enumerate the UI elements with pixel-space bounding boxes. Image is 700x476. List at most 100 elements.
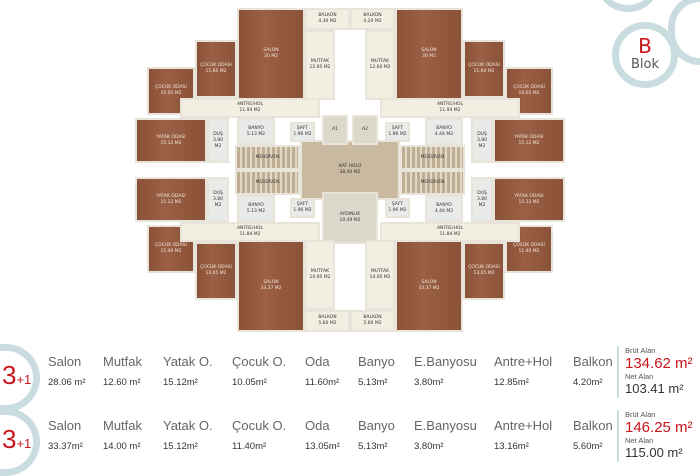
room-area: 11.84 M2 xyxy=(239,232,261,237)
room-label: E.Banyosu xyxy=(414,418,477,433)
divider xyxy=(617,410,619,462)
room-name: BANYO xyxy=(436,125,452,131)
unit-type-main: 3 xyxy=(2,360,17,390)
room-area: 5.13 M2 xyxy=(246,131,266,137)
room-label: Antre+Hol xyxy=(494,418,553,433)
room-area: 14.00 M2 xyxy=(369,275,391,280)
room-value: 11.40m² xyxy=(232,441,267,452)
room-column: Yatak O. 15.12m² xyxy=(163,418,213,452)
room-name: SALON xyxy=(263,280,279,285)
room-area: 11.40 M2 xyxy=(518,249,540,254)
room-label: Balkon xyxy=(573,354,613,369)
room-area: 4.44 M2 xyxy=(434,208,454,214)
room-area: 10.05 M2 xyxy=(518,91,540,96)
room-label: Çocuk O. xyxy=(232,418,287,433)
room-column: E.Banyosu 3.80m² xyxy=(414,418,477,452)
room-label: Salon xyxy=(48,418,82,433)
room-label: Banyo xyxy=(358,354,395,369)
room-area: 3.80 M2 xyxy=(212,137,224,149)
room-area: 11.94 M2 xyxy=(439,108,461,113)
room-area: 4.20 M2 xyxy=(363,19,382,24)
room-name: ANTRE/HOL xyxy=(236,102,264,107)
room-name: MERDİVEN xyxy=(255,154,280,160)
room-area: 33.37 M2 xyxy=(260,286,282,291)
room-area: 10.49 M2 xyxy=(339,218,361,223)
room-area: 38.40 M2 xyxy=(339,170,361,175)
room-name: ANTRE/HOL xyxy=(436,102,464,107)
room-name: BALKON xyxy=(363,13,382,18)
room-name: MERDİVEN xyxy=(420,179,445,185)
room-area: 5.60 M2 xyxy=(363,321,382,326)
room-value: 3.80m² xyxy=(414,441,444,452)
room-value: 11.60m² xyxy=(305,377,340,388)
room-value: 15.12m² xyxy=(163,441,198,452)
elevator-a2: A2 xyxy=(352,115,378,145)
room-column: Mutfak 14.00 m² xyxy=(103,418,142,452)
room-column: Antre+Hol 12.85m² xyxy=(494,354,552,388)
room-label: Yatak O. xyxy=(163,354,213,369)
room-value: 5.60m² xyxy=(573,441,603,452)
room-name: ANTRE/HOL xyxy=(436,226,464,231)
room-column: Çocuk O. 10.05m² xyxy=(232,354,286,388)
room-column: Mutfak 12.60 m² xyxy=(103,354,142,388)
room-area: 4.30 M2 xyxy=(318,19,337,24)
room-name: YATAK ODASI xyxy=(156,134,186,140)
room-name: ÇOCUK ODASI xyxy=(155,85,187,90)
room-area: 11.94 M2 xyxy=(239,108,261,113)
room-name: KAT HOLÜ xyxy=(338,164,362,169)
room-area: 15.12 M2 xyxy=(160,199,182,205)
room-column: Çocuk O. 11.40m² xyxy=(232,418,286,452)
room-column: Oda 11.60m² xyxy=(305,354,339,388)
room-top-left: MERDİVEN xyxy=(235,145,300,170)
room-name: MUTFAK xyxy=(370,59,390,64)
elevator-a1: A1 xyxy=(322,115,348,145)
room-column: Balkon 5.60m² xyxy=(573,418,613,452)
room-column: E.Banyosu 3.80m² xyxy=(414,354,477,388)
room-name: ÇOCUK ODASI xyxy=(200,63,232,68)
room-name: MERDİVEN xyxy=(255,179,280,185)
room-name: BANYO xyxy=(248,202,264,208)
room-name: MUTFAK xyxy=(370,269,390,274)
room-name: DUŞ xyxy=(213,190,223,196)
room-value: 5.13m² xyxy=(358,441,388,452)
room-name: DUŞ xyxy=(477,131,487,137)
room-name: ÇOCUK ODASI xyxy=(155,243,187,248)
room-name: ÇOCUK ODASI xyxy=(468,265,500,270)
room-label: Çocuk O. xyxy=(232,354,287,369)
room-area: 11.84 M2 xyxy=(439,232,461,237)
room-label: Mutfak xyxy=(103,354,143,369)
net-value: 103.41 m² xyxy=(625,381,684,396)
room-name: AYDINLIK xyxy=(339,212,361,217)
room-area: 5.60 M2 xyxy=(318,321,337,326)
room-bottom-left: MERDİVEN xyxy=(235,170,300,195)
room-name: BALKON xyxy=(318,315,337,320)
unit-row: 3+1 Salon 28.06 m² Mutfak 12.60 m² Yatak… xyxy=(0,342,700,412)
room-name: DUŞ xyxy=(477,190,487,196)
room-value: 4.20m² xyxy=(573,377,603,388)
room-label: Salon xyxy=(48,354,82,369)
block-badge: B Blok xyxy=(612,22,678,88)
room-value: 14.00 m² xyxy=(103,441,141,452)
room-label: Yatak O. xyxy=(163,418,213,433)
